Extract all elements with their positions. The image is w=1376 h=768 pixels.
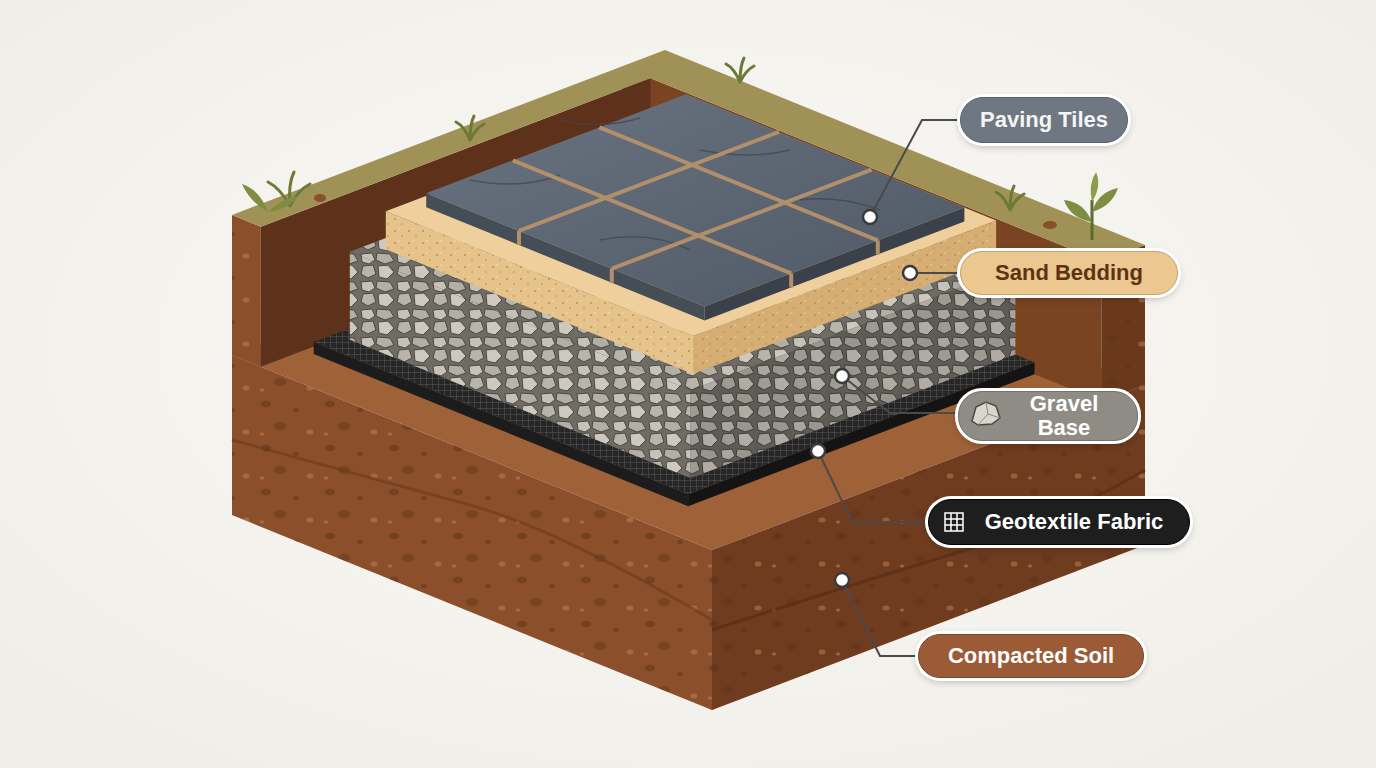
tile-joint: [789, 273, 793, 287]
tile-joint: [513, 160, 791, 273]
pebble: [314, 194, 326, 202]
callout-label: Compacted Soil: [948, 644, 1114, 668]
callout-dot: [903, 266, 917, 280]
callout-dots: [811, 210, 917, 587]
paving-tiles: [426, 94, 964, 320]
leader-line: [842, 580, 920, 656]
wall-face: [232, 215, 261, 367]
rock-shape: [972, 402, 1000, 425]
plant-leaf: [1091, 172, 1099, 202]
tile-joint: [876, 240, 880, 254]
callout-dot: [835, 369, 849, 383]
plant: [242, 184, 1057, 229]
leader-line: [842, 376, 960, 413]
callout-dot: [811, 444, 825, 458]
grid-lines: [945, 513, 963, 531]
callout-dot: [863, 210, 877, 224]
leader-line: [870, 120, 962, 217]
rock-facets: [978, 402, 1000, 425]
soil-texture: [232, 215, 261, 367]
callout-pill: Compacted Soil: [918, 634, 1144, 678]
callout-pill: Sand Bedding: [960, 251, 1178, 295]
soil-stratum: [712, 470, 1145, 630]
callout-pill: Gravel Base: [958, 391, 1138, 441]
tile-top: [426, 94, 964, 306]
grass-tufts: [268, 58, 1024, 210]
callout-label: Sand Bedding: [995, 261, 1143, 285]
grass-tuft: [456, 116, 484, 140]
callout-pill: Geotextile Fabric: [928, 499, 1190, 545]
leader-line: [818, 451, 930, 522]
plant: [1064, 172, 1118, 240]
plant-leaf: [1064, 200, 1092, 222]
grass-tuft: [726, 58, 754, 82]
grid-frame: [945, 513, 963, 531]
tile-joints: [513, 127, 878, 287]
plant-leaf: [268, 196, 298, 212]
callout-label: Gravel Base: [1003, 392, 1125, 440]
leader-lines: [818, 120, 962, 656]
tile-joint: [599, 127, 877, 240]
callout-pill: Paving Tiles: [960, 97, 1128, 143]
pebble: [1043, 221, 1057, 229]
rock-icon: [972, 402, 1000, 425]
callout-label: Paving Tiles: [980, 108, 1108, 132]
callout-label: Geotextile Fabric: [985, 510, 1164, 534]
tile-veins: [470, 118, 880, 250]
callout-dot: [835, 573, 849, 587]
tile-joint: [517, 231, 521, 245]
grid-icon: [945, 513, 963, 531]
plant-leaf: [242, 184, 268, 212]
tile-joint: [610, 269, 614, 283]
grass-tuft: [996, 186, 1024, 210]
